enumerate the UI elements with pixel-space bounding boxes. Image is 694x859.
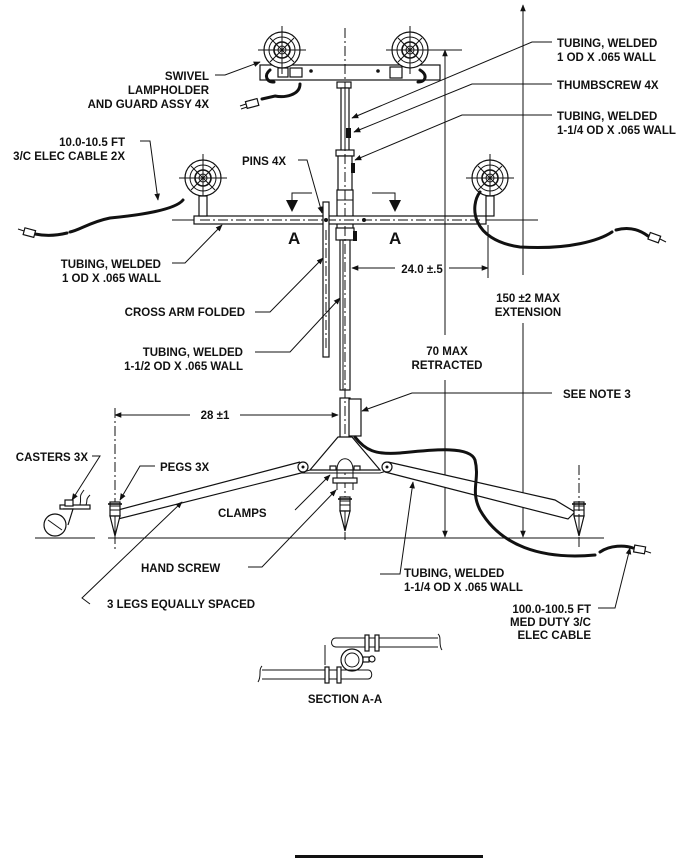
label-thumbscrew: THUMBSCREW 4X bbox=[557, 80, 659, 92]
dim-crossarm bbox=[351, 225, 489, 278]
label-elec-cable-long: 100.0-100.5 FT MED DUTY 3/C ELEC CABLE bbox=[510, 604, 591, 642]
label-dim-leg: 28 ±1 bbox=[201, 410, 230, 422]
label-casters: CASTERS 3X bbox=[16, 452, 89, 464]
svg-text:100.0-100.5 FT: 100.0-100.5 FT bbox=[512, 604, 591, 616]
svg-text:3/C ELEC CABLE 2X: 3/C ELEC CABLE 2X bbox=[13, 151, 125, 163]
svg-text:AND GUARD ASSY 4X: AND GUARD ASSY 4X bbox=[88, 99, 210, 111]
svg-text:1 OD X .065 WALL: 1 OD X .065 WALL bbox=[62, 273, 161, 285]
dim-leg bbox=[114, 408, 339, 550]
top-lamp-bar bbox=[259, 64, 441, 81]
svg-text:MED DUTY 3/C: MED DUTY 3/C bbox=[510, 617, 591, 629]
lamp-cord-loop-right bbox=[416, 68, 427, 84]
plug-icon bbox=[632, 544, 652, 555]
svg-text:LAMPHOLDER: LAMPHOLDER bbox=[128, 85, 210, 97]
section-title: SECTION A-A bbox=[308, 694, 382, 706]
mast bbox=[335, 28, 362, 540]
cord-left bbox=[68, 198, 185, 234]
svg-text:70 MAX: 70 MAX bbox=[426, 346, 468, 358]
thumbscrew-lower bbox=[351, 163, 355, 173]
svg-text:1 OD X .065 WALL: 1 OD X .065 WALL bbox=[557, 52, 656, 64]
cable-long bbox=[353, 435, 597, 558]
svg-text:ELEC CABLE: ELEC CABLE bbox=[518, 630, 592, 642]
label-cross-arm-folded: CROSS ARM FOLDED bbox=[125, 307, 245, 319]
svg-text:SWIVEL: SWIVEL bbox=[165, 71, 209, 83]
section-a-a-view bbox=[257, 633, 443, 684]
svg-text:TUBING, WELDED: TUBING, WELDED bbox=[404, 568, 504, 580]
section-marker-left: A bbox=[286, 192, 312, 248]
leg-left bbox=[117, 461, 309, 520]
label-elec-cable-short: 10.0-10.5 FT 3/C ELEC CABLE 2X bbox=[13, 137, 125, 163]
label-pins: PINS 4X bbox=[242, 156, 286, 168]
side-lamp-left bbox=[178, 153, 228, 217]
leg-right bbox=[381, 461, 576, 520]
svg-text:TUBING, WELDED: TUBING, WELDED bbox=[143, 347, 243, 359]
label-tubing-top: TUBING, WELDED 1 OD X .065 WALL bbox=[557, 38, 657, 64]
svg-text:150 ±2 MAX: 150 ±2 MAX bbox=[496, 293, 560, 305]
note-3-box bbox=[348, 398, 362, 437]
svg-text:TUBING, WELDED: TUBING, WELDED bbox=[557, 111, 657, 123]
label-dim-crossarm: 24.0 ±.5 bbox=[401, 264, 443, 276]
side-lamp-right bbox=[465, 153, 515, 217]
svg-text:TUBING, WELDED: TUBING, WELDED bbox=[557, 38, 657, 50]
svg-text:TUBING, WELDED: TUBING, WELDED bbox=[61, 259, 161, 271]
thumbscrew-upper bbox=[346, 128, 351, 138]
svg-text:A: A bbox=[389, 229, 401, 248]
base-hub bbox=[299, 436, 391, 490]
svg-text:A: A bbox=[288, 229, 300, 248]
label-dim-retracted: 70 MAX RETRACTED bbox=[412, 346, 483, 372]
cross-arm bbox=[172, 201, 538, 358]
peg-center bbox=[337, 496, 353, 532]
cord-right bbox=[473, 190, 614, 250]
plug-icon bbox=[17, 227, 37, 239]
svg-text:RETRACTED: RETRACTED bbox=[412, 360, 483, 372]
caster bbox=[35, 489, 95, 539]
label-tubing-main: TUBING, WELDED 1-1/2 OD X .065 WALL bbox=[124, 347, 243, 373]
label-pegs: PEGS 3X bbox=[160, 462, 210, 474]
dim-retracted bbox=[420, 49, 462, 538]
label-tubing-leg: TUBING, WELDED 1-1/4 OD X .065 WALL bbox=[404, 568, 523, 594]
svg-text:EXTENSION: EXTENSION bbox=[495, 307, 561, 319]
label-tubing-crossarm: TUBING, WELDED 1 OD X .065 WALL bbox=[61, 259, 161, 285]
section-marker-right: A bbox=[372, 192, 401, 248]
svg-text:1-1/4 OD X .065 WALL: 1-1/4 OD X .065 WALL bbox=[404, 582, 523, 594]
label-clamps: CLAMPS bbox=[218, 508, 267, 520]
label-dim-extension: 150 ±2 MAX EXTENSION bbox=[495, 293, 561, 319]
plug-icon bbox=[239, 97, 260, 110]
plug-icon bbox=[647, 231, 667, 244]
svg-text:1-1/2 OD X .065 WALL: 1-1/2 OD X .065 WALL bbox=[124, 361, 243, 373]
label-legs: 3 LEGS EQUALLY SPACED bbox=[107, 599, 255, 611]
leader-lines bbox=[71, 41, 632, 609]
lamp-cord-loop-left bbox=[265, 68, 276, 84]
top-cord bbox=[260, 82, 302, 101]
label-see-note: SEE NOTE 3 bbox=[563, 389, 631, 401]
svg-text:1-1/4 OD X .065 WALL: 1-1/4 OD X .065 WALL bbox=[557, 125, 676, 137]
svg-text:10.0-10.5 FT: 10.0-10.5 FT bbox=[59, 137, 125, 149]
footer-rule bbox=[295, 855, 483, 858]
label-tubing-mid: TUBING, WELDED 1-1/4 OD X .065 WALL bbox=[557, 111, 676, 137]
label-hand-screw: HAND SCREW bbox=[141, 563, 220, 575]
label-swivel-lampholder: SWIVEL LAMPHOLDER AND GUARD ASSY 4X bbox=[88, 71, 210, 111]
